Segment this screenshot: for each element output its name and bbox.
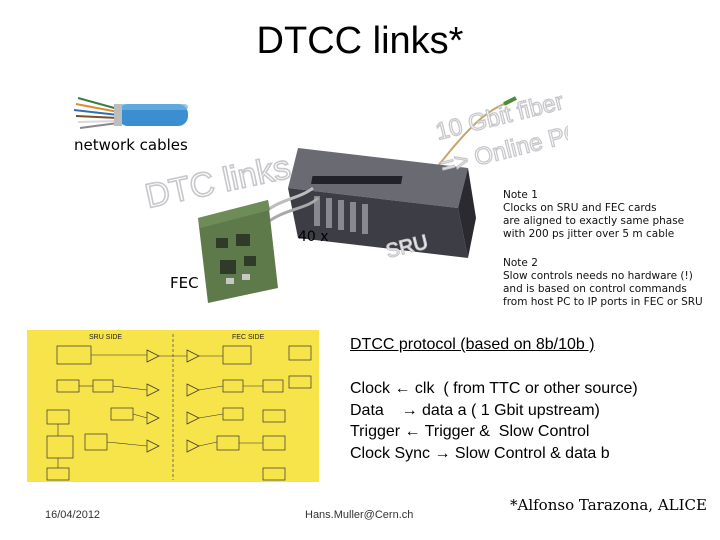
note-1: Note 1 Clocks on SRU and FEC cards are a… <box>503 189 684 241</box>
note-2: Note 2 Slow controls needs no hardware (… <box>503 257 703 309</box>
network-cable-image <box>73 97 188 129</box>
note-2-heading: Note 2 <box>503 257 538 269</box>
note-1-line: Clocks on SRU and FEC cards <box>503 202 657 214</box>
count-label: 40 x <box>298 229 329 245</box>
hardware-illustration: DTC links 10 Gbit fiber => Online PC SRU <box>141 88 568 303</box>
diagram-fec-side: FEC SIDE <box>232 334 265 341</box>
protocol-line-data: Data → data a ( 1 Gbit upstream) <box>350 401 600 419</box>
protocol-line-clock: Clock ← clk ( from TTC or other source) <box>350 380 638 397</box>
sru-crate <box>288 148 476 258</box>
protocol-line-trigger: Trigger ← Trigger & Slow Control <box>350 423 590 440</box>
note-1-line: are aligned to exactly same phase <box>503 215 685 227</box>
footer-email: Hans.Muller@Cern.ch <box>305 509 414 521</box>
dtc-links-overlay: DTC links <box>142 148 294 216</box>
note-1-line: with 200 ps jitter over 5 m cable <box>503 228 675 240</box>
protocol-lines: Clock ← clk ( from TTC or other source) … <box>350 378 638 464</box>
fiber-connector <box>503 96 517 106</box>
diagram-sru-side: SRU SIDE <box>89 334 122 341</box>
network-cables-label: network cables <box>74 136 188 154</box>
note-2-line: and is based on control commands <box>503 283 687 295</box>
slide-title: DTCC links* <box>256 20 464 62</box>
diagram-connections <box>57 354 263 468</box>
footer-credit: *Alfonso Tarazona, ALICE <box>510 496 707 514</box>
note-1-heading: Note 1 <box>503 189 538 201</box>
note-2-line: Slow controls needs no hardware (!) <box>503 270 693 282</box>
protocol-block-diagram: SRU SIDE FEC SIDE <box>27 330 319 482</box>
fec-label: FEC <box>170 274 199 292</box>
footer-date: 16/04/2012 <box>45 509 101 521</box>
protocol-line-clock-sync: Clock Sync → Slow Control & data b <box>350 444 610 462</box>
fec-board <box>198 200 278 303</box>
fiber-cable <box>437 101 511 167</box>
note-2-line: from host PC to IP ports in FEC or SRU <box>503 296 703 308</box>
protocol-title: DTCC protocol (based on 8b/10b ) <box>350 336 595 353</box>
sru-overlay: SRU <box>384 231 430 263</box>
